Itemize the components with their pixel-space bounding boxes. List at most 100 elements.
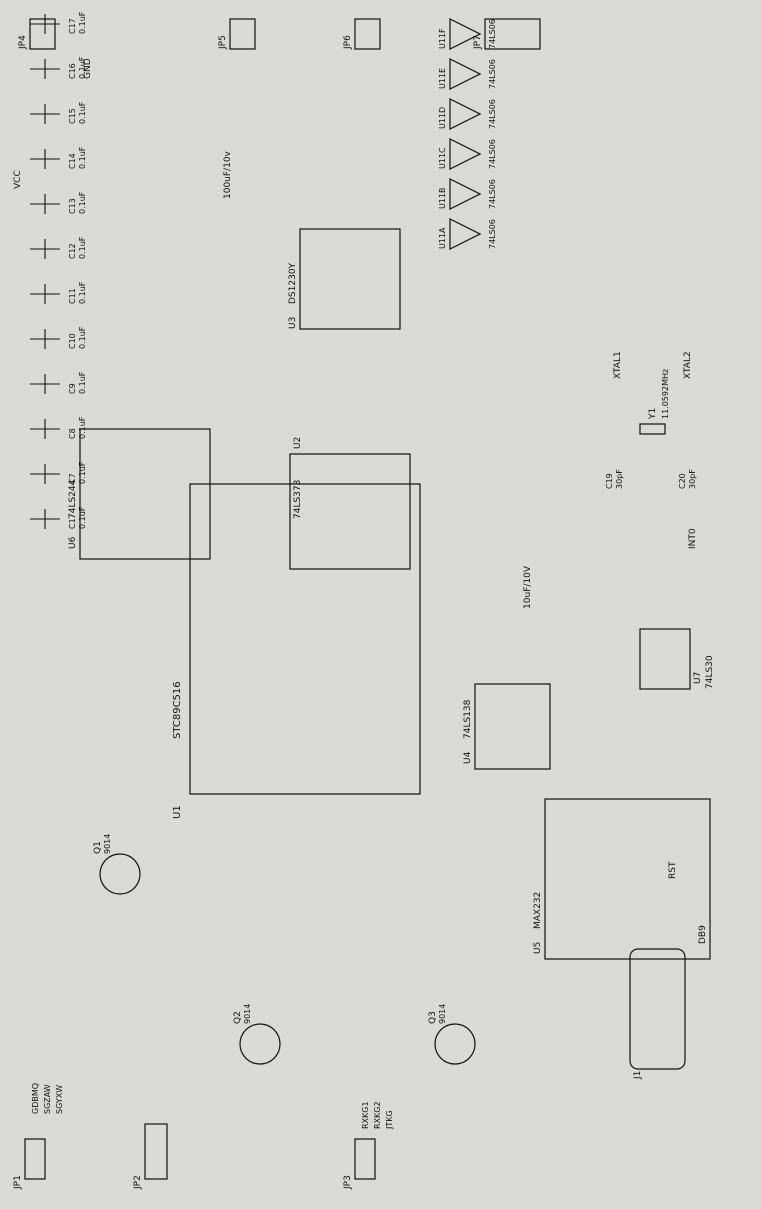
inverter-part: 74LS06 (488, 139, 497, 169)
jp5-header: JP5 (218, 18, 256, 50)
inverter-part: 74LS06 (488, 179, 497, 209)
cap-value: 0.1uF (78, 371, 87, 394)
inverter-part: 74LS06 (488, 19, 497, 49)
cap-ref: C10 (68, 333, 77, 349)
net-gnd-label: GND (83, 58, 93, 79)
cap-value: 0.1uF (78, 146, 87, 169)
inverter-ref: U11E (438, 68, 447, 89)
cap-ref: C1 (68, 518, 77, 529)
u6-ref: U6 (68, 536, 78, 549)
jp7-ref: JP7 (473, 35, 483, 50)
c20-value: 30pF (688, 469, 697, 489)
u2-part: 74LS373 (293, 480, 303, 519)
inverter-ref: U11C (438, 147, 447, 169)
inverter-part: 74LS06 (488, 59, 497, 89)
u4-decoder: U4 74LS138 (463, 683, 551, 770)
u3-part: DS1230Y (288, 262, 298, 304)
u5-max232: U5 MAX232 (533, 798, 711, 960)
inverter-ref: U11A (438, 227, 447, 249)
inverter-body (449, 58, 482, 90)
u7-nand: U7 74LS30 (639, 628, 715, 690)
jp1-net-2: SGZAW (43, 1084, 52, 1114)
q2-part: 9014 (243, 1004, 252, 1024)
schematic-body: U1 STC89C516 U2 74LS373 U3 DS1230Y U4 74… (13, 11, 715, 1190)
q3-ref: Q3 (428, 1011, 438, 1024)
u1-part: STC89C516 (172, 681, 183, 739)
jp3-net-1: RXKG1 (361, 1101, 370, 1129)
jp3-header: JP3 RXKG1 RXKG2 JTKG (343, 1101, 394, 1190)
q3-transistor: Q3 9014 (428, 1004, 476, 1065)
u6-part: 74LS244 (68, 479, 78, 519)
jp6-ref: JP6 (343, 35, 353, 50)
u7-part: 74LS30 (705, 655, 715, 689)
cap-ref: C16 (68, 63, 77, 79)
j1-ref: J1 (633, 1071, 643, 1080)
y1-value: 11.0592MHz (661, 369, 670, 419)
c20-ref: C20 (678, 473, 687, 489)
inverter-body (449, 218, 482, 250)
cap-value: 0.1uF (78, 56, 87, 79)
net-int0-label: INT0 (688, 528, 698, 549)
inverter-body (449, 18, 482, 50)
cap-value: 0.1uF (78, 236, 87, 259)
cap-ref: C14 (68, 153, 77, 169)
cap-ref: C12 (68, 243, 77, 259)
cap-ref: C8 (68, 428, 77, 439)
cap-value: 0.1uF (78, 101, 87, 124)
q1-ref: Q1 (93, 841, 103, 854)
u1-mcu: U1 STC89C516 (172, 483, 421, 819)
cap-ref: C11 (68, 288, 77, 304)
jp1-header: JP1 GDBMQ SGZAW SGYXW (13, 1083, 64, 1190)
q1-transistor: Q1 9014 (93, 834, 141, 895)
u4-part: 74LS138 (463, 699, 473, 739)
cap-ref: C9 (68, 383, 77, 394)
y1-crystal: Y1 11.0592MHz C19 30pF C20 30pF XTAL1 XT… (605, 351, 697, 489)
net-rst-label: RST (668, 861, 678, 879)
u3-ref: U3 (288, 317, 298, 329)
jp1-ref: JP1 (13, 1175, 23, 1190)
cap-value: 0.1uF (78, 11, 87, 34)
c19-ref: C19 (605, 473, 614, 489)
cap-ref: C7 (68, 473, 77, 484)
cap-ref: C17 (68, 18, 77, 34)
cap-value: 0.1uF (78, 191, 87, 214)
cap-ref: C15 (68, 108, 77, 124)
u1-ref: U1 (172, 805, 183, 819)
cap-ref: C13 (68, 198, 77, 214)
inverter-ref: U11F (438, 28, 447, 49)
net-xtal1: XTAL1 (613, 351, 623, 379)
q1-part: 9014 (103, 834, 112, 854)
cap-value: 0.1uF (78, 281, 87, 304)
u5-part: MAX232 (533, 892, 543, 929)
q3-part: 9014 (438, 1004, 447, 1024)
jp6-header: JP6 (343, 18, 381, 50)
inverter-body (449, 178, 482, 210)
inverter-ref: U11B (438, 187, 447, 209)
cap-value: 0.1uF (78, 461, 87, 484)
jp3-net-3: JTKG (385, 1110, 394, 1130)
jp1-net-1: GDBMQ (31, 1083, 40, 1114)
jp7-header: JP7 (473, 18, 541, 50)
jp4-header: JP4 (18, 18, 56, 50)
u4-ref: U4 (463, 751, 473, 764)
inverter-body (449, 98, 482, 130)
jp3-net-2: RXKG2 (373, 1101, 382, 1129)
net-xtal2: XTAL2 (683, 351, 693, 379)
q2-transistor: Q2 9014 (233, 1004, 281, 1065)
jp5-ref: JP5 (218, 35, 228, 50)
jp2-ref: JP2 (133, 1175, 143, 1190)
cap-value: 0.1uF (78, 506, 87, 529)
u7-ref: U7 (693, 672, 703, 684)
inverter-ref: U11D (438, 107, 447, 129)
jp4-ref: JP4 (18, 35, 28, 50)
q2-ref: Q2 (233, 1011, 243, 1024)
j1-db9: J1 DB9 (629, 925, 708, 1080)
inverter-part: 74LS06 (488, 99, 497, 129)
inverter-body (449, 138, 482, 170)
c19-value: 30pF (615, 469, 624, 489)
u2-latch: U2 74LS373 (289, 437, 411, 570)
jp2-header: JP2 (133, 1123, 168, 1190)
